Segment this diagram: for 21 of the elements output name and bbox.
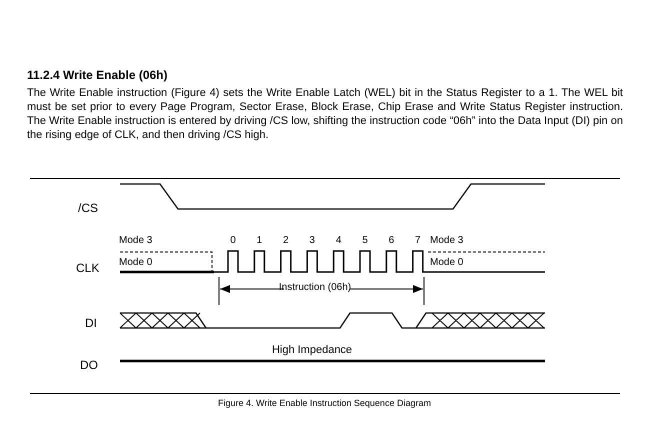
mode-label: Mode 0 <box>430 258 464 268</box>
bit-number: 1 <box>256 236 262 246</box>
mode-label: Mode 0 <box>119 258 152 268</box>
bit-number: 4 <box>336 236 342 246</box>
description-paragraph: The Write Enable instruction (Figure 4) sets the Write Enable Latch (WEL) bit in the Status Register to a 1. The WEL bit must be set prior to every Page Program, Sector Erase, Block Erase, Chip Erase and Write Status Register instruction. The Write Enable instruction is entered by driving /CS low, shifting the instruction code “06h” into the Data Input (DI) pin on the rising edge of CLK, and then driving /CS high. <box>27 86 623 142</box>
bit-number: 3 <box>309 236 315 246</box>
signal-name: DO <box>80 359 98 371</box>
bit-number: 0 <box>230 236 236 246</box>
bit-number: 2 <box>283 236 289 246</box>
mode-label: Mode 3 <box>119 236 152 246</box>
dimension-label: Instruction (06h) <box>278 283 352 293</box>
state-label: High Impedance <box>272 345 352 356</box>
signal-name: CLK <box>76 262 100 274</box>
section-heading: 11.2.4 Write Enable (06h) <box>27 68 168 82</box>
mode-label: Mode 3 <box>430 236 464 246</box>
bit-number: 7 <box>415 236 421 246</box>
bit-number: 5 <box>362 236 368 246</box>
signal-name: DI <box>85 317 97 329</box>
signal-name: /CS <box>78 202 98 214</box>
bit-number: 6 <box>388 236 394 246</box>
figure-caption: Figure 4. Write Enable Instruction Sequence Diagram <box>217 398 432 408</box>
